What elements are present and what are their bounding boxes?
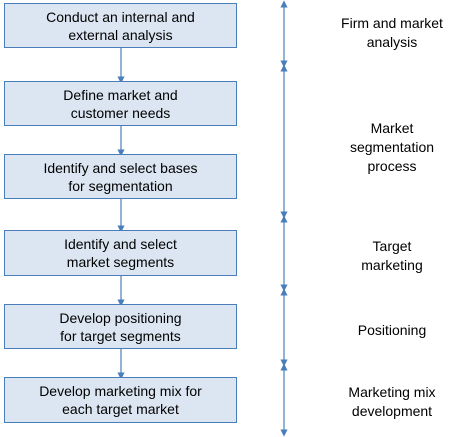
step-label: Conduct an internal and external analysi… bbox=[46, 8, 195, 43]
step-label: Develop positioning for target segments bbox=[59, 309, 182, 344]
stage-label-positioning: Positioning bbox=[357, 321, 427, 338]
stage-label-marketing-mix-development: Marketing mix development bbox=[348, 384, 436, 419]
step-label: Identify and select market segments bbox=[64, 236, 177, 270]
step-label: Define market and customer needs bbox=[63, 86, 178, 121]
step-box-marketing-mix: Develop marketing mix for each target ma… bbox=[4, 377, 237, 423]
step-label: Identify and select bases for segmentati… bbox=[43, 159, 198, 194]
step-label: Develop marketing mix for each target ma… bbox=[39, 383, 202, 417]
stage-label-market-segmentation: Market segmentation process bbox=[349, 119, 435, 174]
step-box-market-segments: Identify and select market segments bbox=[4, 230, 237, 276]
stage-label-firm-market-analysis: Firm and market analysis bbox=[341, 15, 443, 50]
stage-label-target-marketing: Target marketing bbox=[361, 238, 423, 273]
step-box-segmentation-bases: Identify and select bases for segmentati… bbox=[4, 154, 237, 199]
step-box-market-customer-needs: Define market and customer needs bbox=[4, 81, 237, 126]
step-box-positioning: Develop positioning for target segments bbox=[4, 304, 237, 349]
step-box-internal-external-analysis: Conduct an internal and external analysi… bbox=[4, 3, 237, 48]
